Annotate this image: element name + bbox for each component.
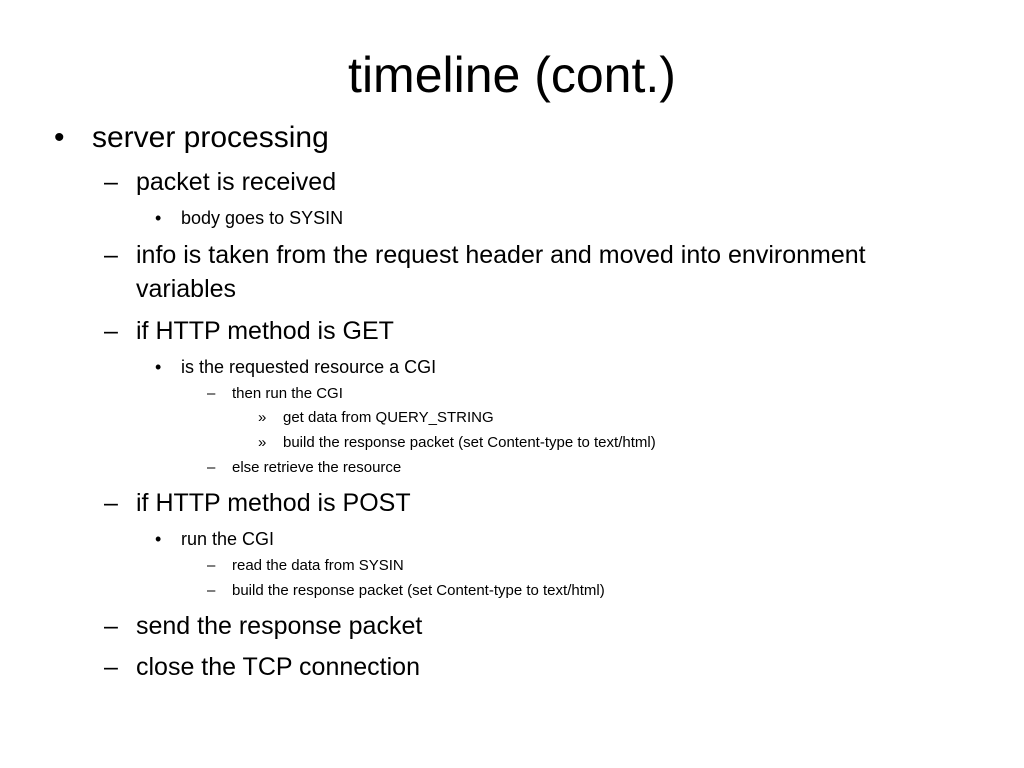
bullet-dot: • xyxy=(155,208,162,228)
bullet-dash: – xyxy=(207,582,216,599)
list-item-label: then run the CGI xyxy=(232,385,343,402)
bullet-dot: • xyxy=(155,357,162,377)
bullet-dash: – xyxy=(104,317,118,345)
list-item-label: build the response packet (set Content-t… xyxy=(232,582,605,599)
list-item-label: server processing xyxy=(92,121,329,154)
list-item-label: is the requested resource a CGI xyxy=(181,357,437,377)
list-item-label: build the response packet (set Content-t… xyxy=(283,434,656,451)
bullet-dash: – xyxy=(104,168,118,196)
slide-title: timeline (cont.) xyxy=(348,47,676,103)
bullet-dash: – xyxy=(207,385,216,402)
list-item-label: read the data from SYSIN xyxy=(232,557,404,574)
list-item-label: run the CGI xyxy=(181,529,275,549)
bullet-dash: – xyxy=(104,489,118,517)
bullet-dot: • xyxy=(54,121,65,154)
bullet-dash: – xyxy=(207,557,216,574)
bullet-dash: – xyxy=(104,241,118,269)
bullet-dot: • xyxy=(155,529,162,549)
list-item-label: send the response packet xyxy=(136,612,423,640)
list-item-label: packet is received xyxy=(136,168,337,196)
list-item-label: if HTTP method is POST xyxy=(136,489,411,517)
list-item-label: else retrieve the resource xyxy=(232,459,402,476)
list-item-label: body goes to SYSIN xyxy=(181,208,344,228)
bullet-dash: – xyxy=(104,653,118,681)
bullet-dash: – xyxy=(207,459,216,476)
bullet-guillemet: » xyxy=(258,409,267,426)
list-item-label: info is taken from the request header an… xyxy=(136,241,866,303)
list-item-label: if HTTP method is GET xyxy=(136,317,394,345)
bullet-dash: – xyxy=(104,612,118,640)
bullet-guillemet: » xyxy=(258,434,267,451)
list-item-label: close the TCP connection xyxy=(136,653,420,681)
list-item-label: get data from QUERY_STRING xyxy=(283,409,494,426)
